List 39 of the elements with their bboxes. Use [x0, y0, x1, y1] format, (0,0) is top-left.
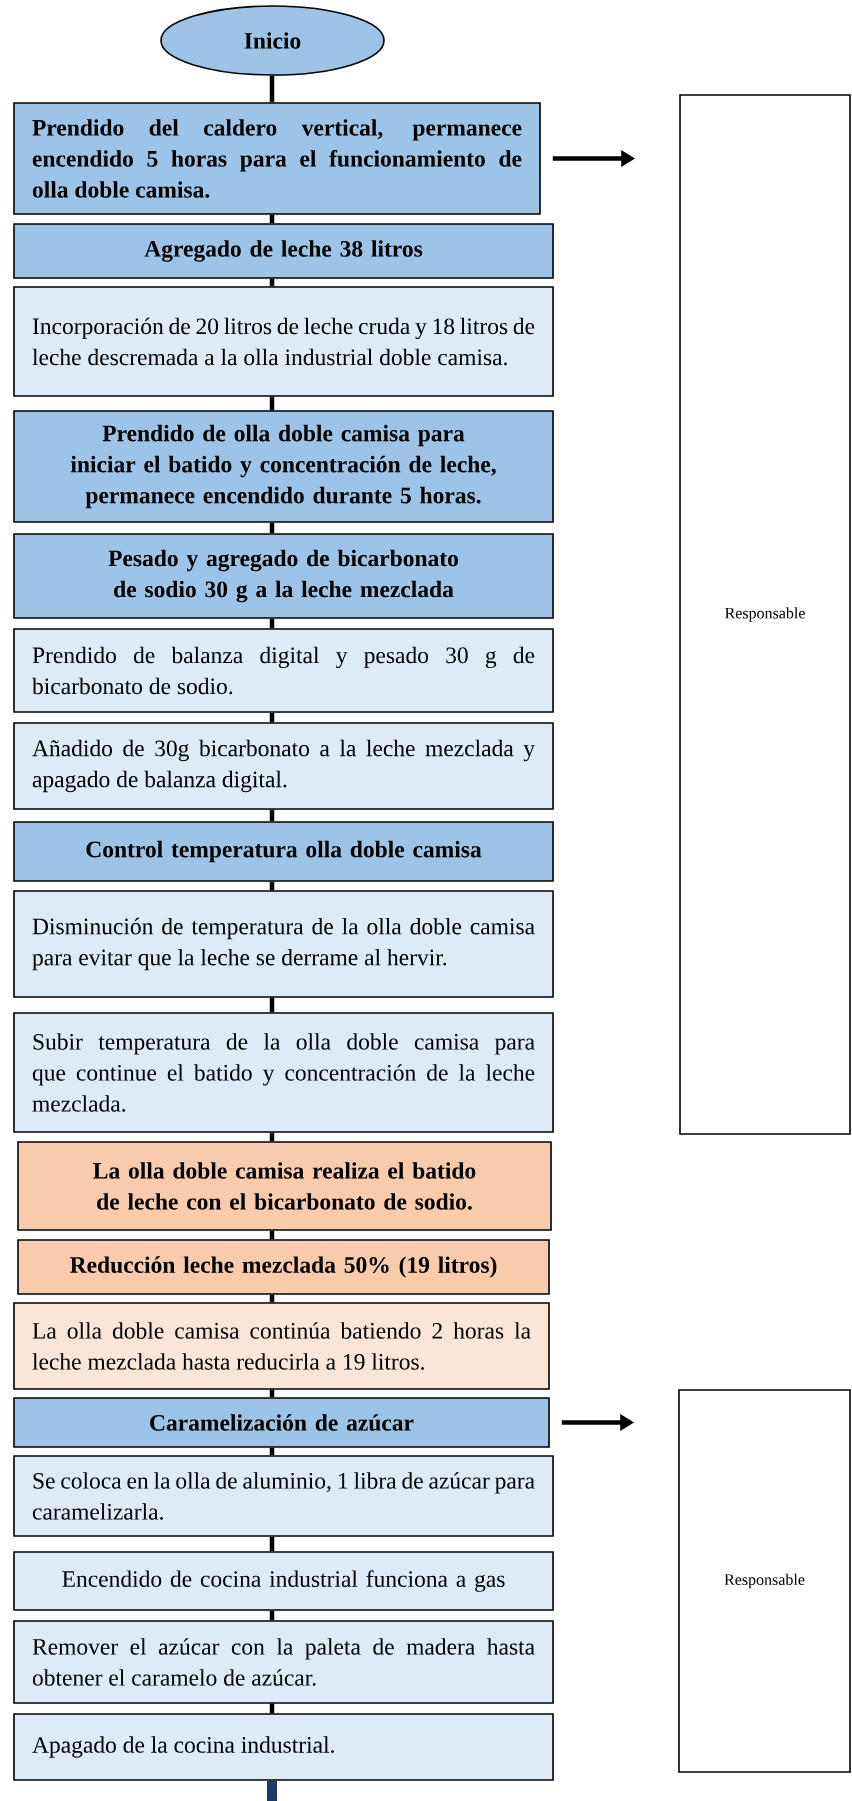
connector-line — [269, 1610, 275, 1621]
process-box: Remover el azúcar con la paleta de madera hasta obtener el caramelo de azúcar. — [13, 1620, 554, 1704]
connector-line — [269, 1703, 275, 1714]
process-box: Prendido del caldero vertical, permanece encendido 5 horas para el funcionamiento de olla doble camisa. — [13, 102, 541, 215]
process-box: Incorporación de 20 litros de leche cruda y 18 litros de leche descremada a la olla industrial doble camisa. — [13, 286, 554, 397]
connector-line — [269, 1132, 275, 1142]
connector-line — [269, 1447, 275, 1456]
connector-line — [269, 618, 275, 629]
connector-line — [269, 712, 275, 723]
process-box: Pesado y agregado de bicarbonato de sodio 30 g a la leche mezclada — [13, 533, 554, 619]
connector-line — [269, 522, 275, 534]
connector-line — [269, 997, 275, 1013]
responsible-box: Responsable — [679, 94, 851, 1135]
process-box: Agregado de leche 38 litros — [13, 223, 554, 279]
process-box: Reducción leche mezclada 50% (19 litros) — [17, 1239, 550, 1295]
responsible-box: Responsable — [678, 1389, 851, 1773]
connector-line — [269, 881, 275, 891]
connector-line — [269, 1230, 275, 1240]
connector-line — [269, 1294, 275, 1303]
process-box: Caramelización de azúcar — [13, 1397, 550, 1448]
process-box: La olla doble camisa continúa batiendo 2 horas la leche mezclada hasta reducirla a 19 litros. — [13, 1302, 550, 1390]
process-box: Disminución de temperatura de la olla doble camisa para evitar que la leche se derrame al hervir. — [13, 890, 554, 998]
process-box: La olla doble camisa realiza el batido de leche con el bicarbonato de sodio. — [17, 1141, 552, 1231]
process-box: Control temperatura olla doble camisa — [13, 821, 554, 882]
connector-line — [269, 214, 275, 224]
connector-line — [269, 809, 275, 822]
connector-line — [269, 278, 275, 287]
process-box: Encendido de cocina industrial funciona a gas — [13, 1551, 554, 1611]
process-box: Subir temperatura de la olla doble camisa para que continue el batido y concentración de la leche mezclada. — [13, 1012, 554, 1133]
process-box: Prendido de balanza digital y pesado 30 g de bicarbonato de sodio. — [13, 628, 554, 713]
connector-line — [269, 75, 275, 103]
process-box: Prendido de olla doble camisa para iniciar el batido y concentración de leche, permanece encendido durante 5 horas. — [13, 410, 554, 523]
process-box: Se coloca en la olla de aluminio, 1 libra de azúcar para caramelizarla. — [13, 1455, 554, 1537]
process-box: Apagado de la cocina industrial. — [13, 1713, 554, 1781]
connector-line — [269, 1536, 275, 1552]
connector-line — [269, 396, 275, 411]
process-box: Añadido de 30g bicarbonato a la leche mezclada y apagado de balanza digital. — [13, 722, 554, 810]
connector-line — [267, 1780, 277, 1801]
connector-line — [269, 1389, 275, 1398]
